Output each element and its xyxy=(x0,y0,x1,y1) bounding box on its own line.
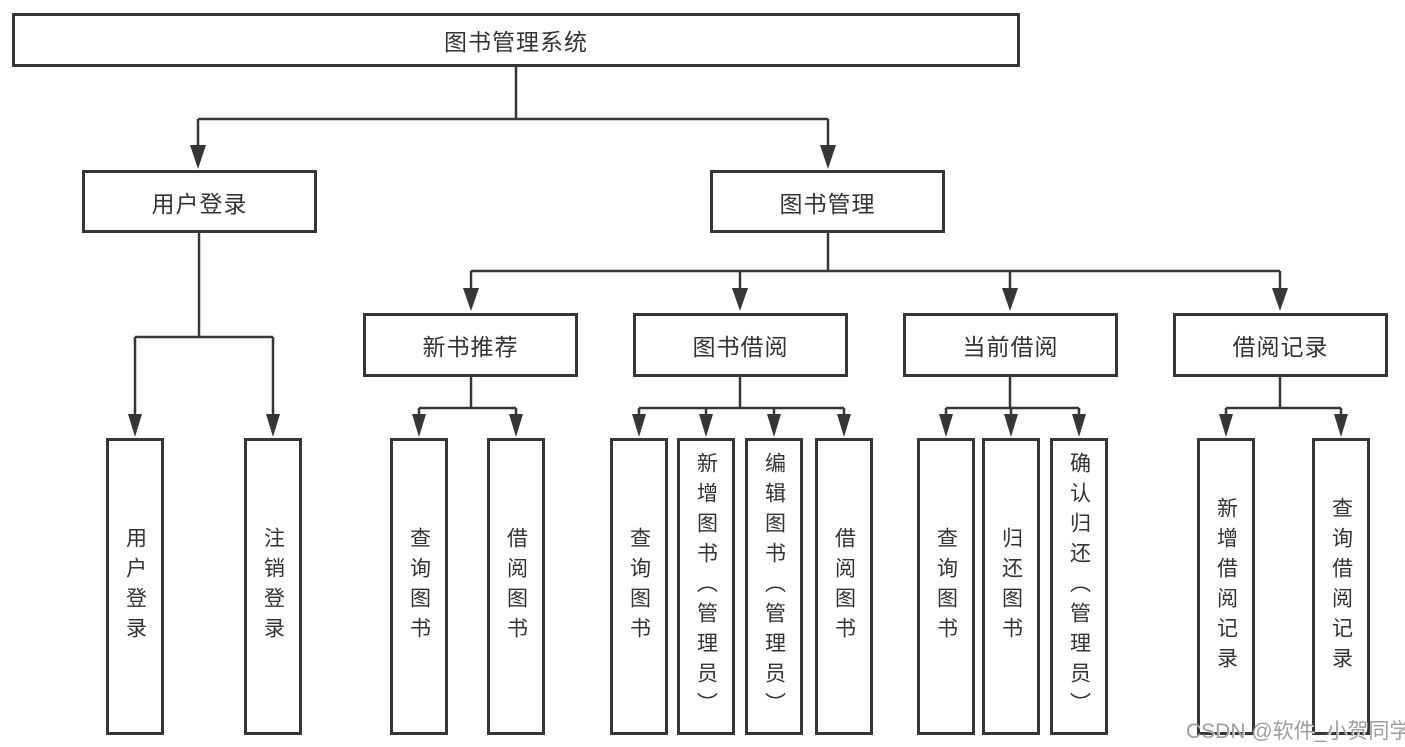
node-new-book-recommend-label: 新书推荐 xyxy=(422,334,519,360)
leaf-add-borrow-record-label: 新增借阅记录 xyxy=(1214,496,1238,677)
node-borrow-records: 借阅记录 xyxy=(1173,313,1388,377)
leaf-return-books: 归还图书 xyxy=(982,438,1040,735)
leaf-borrow-books: 借阅图书 xyxy=(815,438,873,735)
node-root-label: 图书管理系统 xyxy=(444,29,588,55)
csdn-watermark: CSDN @软件_小贺同学 xyxy=(1186,720,1405,743)
node-borrow-records-label: 借阅记录 xyxy=(1232,334,1329,360)
leaf-user-login-label: 用户登录 xyxy=(123,526,147,647)
leaf-query-books-borrow-label: 查询图书 xyxy=(627,526,651,647)
node-book-management: 图书管理 xyxy=(710,170,945,233)
leaf-add-borrow-record: 新增借阅记录 xyxy=(1197,438,1255,735)
leaf-borrow-books-label: 借阅图书 xyxy=(832,526,856,647)
leaf-query-books-borrow: 查询图书 xyxy=(610,438,668,735)
node-root: 图书管理系统 xyxy=(12,13,1020,67)
leaf-add-books-admin-label: 新增图书（管理员） xyxy=(694,451,718,722)
node-current-borrow-label: 当前借阅 xyxy=(962,334,1059,360)
node-user-login: 用户登录 xyxy=(82,170,317,233)
leaf-edit-books-admin-label: 编辑图书（管理员） xyxy=(762,451,786,722)
node-new-book-recommend: 新书推荐 xyxy=(363,313,578,377)
leaf-borrow-books-recommend: 借阅图书 xyxy=(487,438,545,735)
leaf-logout: 注销登录 xyxy=(244,438,302,735)
leaf-borrow-books-recommend-label: 借阅图书 xyxy=(504,526,528,647)
arrowheads xyxy=(128,145,1348,437)
leaf-query-borrow-record-label: 查询借阅记录 xyxy=(1329,496,1353,677)
leaf-logout-label: 注销登录 xyxy=(261,526,285,647)
node-book-management-label: 图书管理 xyxy=(779,190,876,217)
node-book-borrow: 图书借阅 xyxy=(633,313,848,377)
leaf-confirm-return-admin-label: 确认归还（管理员） xyxy=(1067,451,1091,722)
leaf-return-books-label: 归还图书 xyxy=(999,526,1023,647)
leaf-add-books-admin: 新增图书（管理员） xyxy=(677,438,735,735)
node-book-borrow-label: 图书借阅 xyxy=(692,334,789,360)
leaf-query-books-recommend: 查询图书 xyxy=(390,438,448,735)
leaf-confirm-return-admin: 确认归还（管理员） xyxy=(1050,438,1108,735)
leaf-query-books-current-label: 查询图书 xyxy=(934,526,958,647)
node-current-borrow: 当前借阅 xyxy=(903,313,1118,377)
leaf-query-books-current: 查询图书 xyxy=(917,438,975,735)
node-user-login-label: 用户登录 xyxy=(151,190,248,217)
leaf-query-borrow-record: 查询借阅记录 xyxy=(1312,438,1370,735)
leaf-query-books-recommend-label: 查询图书 xyxy=(407,526,431,647)
leaf-edit-books-admin: 编辑图书（管理员） xyxy=(745,438,803,735)
leaf-user-login: 用户登录 xyxy=(106,438,164,735)
